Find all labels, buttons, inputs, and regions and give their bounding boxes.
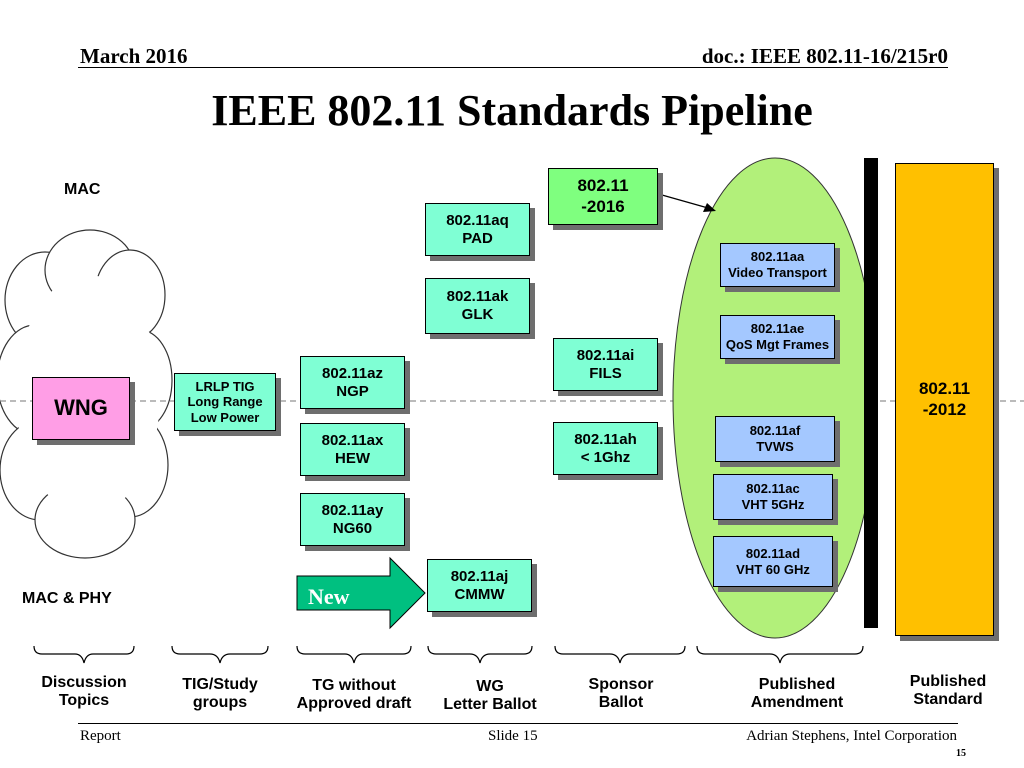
header-date: March 2016 [80, 44, 188, 68]
stage-tg-line2: Approved draft [296, 694, 412, 712]
pipeline-barrier [864, 158, 878, 628]
amend-box-af: 802.11af TVWS [715, 416, 835, 462]
tg-box-az: 802.11az NGP [300, 356, 405, 409]
page-number: 15 [956, 748, 966, 759]
stage-sponsor-line1: Sponsor [588, 676, 654, 693]
tg-ax-line2: HEW [335, 449, 370, 467]
tg-az-line1: 802.11az [322, 364, 383, 382]
stage-wg-line2: Letter Ballot [443, 695, 537, 713]
wg-aj-line1: 802.11aj [450, 567, 509, 585]
tg-ay-line2: NG60 [332, 519, 373, 537]
published-standard-box: 802.11 -2012 [895, 163, 994, 636]
stage-standard-line1: Published [909, 673, 987, 690]
footer-rule [78, 723, 958, 724]
mac-label: MAC [64, 181, 101, 198]
tg-box-ay: 802.11ay NG60 [300, 493, 405, 546]
stage-sponsor-line2: Ballot [598, 693, 644, 711]
wg-aq-line1: 802.11aq [446, 211, 509, 229]
sponsor-ai-line2: FILS [589, 364, 622, 382]
lrlp-line3: Low Power [190, 409, 260, 425]
stage-amendment-line2: Amendment [750, 693, 844, 711]
rev2016-line1: 802.11 [577, 176, 629, 196]
wg-box-aj: 802.11aj CMMW [427, 559, 532, 612]
wng-box: WNG [32, 377, 130, 440]
wg-box-aq: 802.11aq PAD [425, 203, 530, 256]
amend-ad-line2: VHT 60 GHz [736, 561, 810, 577]
lrlp-line1: LRLP TIG [195, 378, 255, 394]
stage-discussion-topics: Discussion Topics [22, 674, 146, 709]
sponsor-box-2016: 802.11 -2016 [548, 168, 658, 225]
tg-ay-line1: 802.11ay [321, 501, 384, 519]
stage-wg-line1: WG [476, 678, 504, 695]
sponsor-ah-line1: 802.11ah [574, 430, 637, 448]
stage-standard-line2: Standard [913, 690, 983, 708]
footer-left: Report [80, 728, 121, 744]
amend-ae-line2: QoS Mgt Frames [725, 337, 830, 352]
amend-ac-line1: 802.11ac [746, 481, 800, 497]
tg-ax-line1: 802.11ax [321, 431, 384, 449]
amend-ae-line1: 802.11ae [750, 321, 805, 337]
tg-az-line2: NGP [336, 382, 369, 400]
std-line1: 802.11 [918, 379, 971, 399]
sponsor-box-ah: 802.11ah < 1Ghz [553, 422, 658, 475]
amend-box-ac: 802.11ac VHT 5GHz [713, 474, 833, 520]
lrlp-line2: Long Range [187, 394, 263, 410]
stage-wg-letter-ballot: WG Letter Ballot [428, 678, 552, 713]
stage-published-standard: Published Standard [884, 673, 1012, 708]
stage-published-amendment: Published Amendment [730, 676, 864, 711]
footer-slide-number: Slide 15 [488, 728, 538, 744]
new-arrow-shape [296, 556, 426, 630]
new-arrow-label: New [308, 584, 350, 609]
stage-tig-line2: groups [192, 693, 248, 711]
std-line2: -2012 [922, 399, 967, 419]
wng-label: WNG [54, 395, 108, 421]
amend-aa-line1: 802.11aa [750, 249, 805, 265]
amend-ac-line2: VHT 5GHz [741, 497, 805, 512]
lrlp-tig-box: LRLP TIG Long Range Low Power [174, 373, 276, 431]
stage-tg-without-draft: TG without Approved draft [282, 677, 426, 712]
mac-phy-label: MAC & PHY [22, 590, 112, 607]
rev2016-line2: -2016 [581, 196, 625, 216]
amend-box-ad: 802.11ad VHT 60 GHz [713, 536, 833, 587]
amend-aa-line2: Video Transport [728, 265, 827, 280]
stage-tig-line1: TIG/Study [182, 676, 258, 693]
stage-sponsor-ballot: Sponsor Ballot [566, 676, 676, 711]
wg-ak-line1: 802.11ak [446, 288, 509, 305]
stage-amendment-line1: Published [758, 676, 836, 693]
sponsor-ah-line2: < 1Ghz [580, 448, 631, 466]
wg-aj-line2: CMMW [454, 585, 505, 603]
footer-author: Adrian Stephens, Intel Corporation [746, 728, 957, 744]
stage-discussion-line2: Topics [58, 691, 110, 709]
rev-arrow [661, 194, 709, 209]
header-rule [78, 67, 948, 68]
slide-title: IEEE 802.11 Standards Pipeline [211, 86, 813, 135]
header-doc-id: doc.: IEEE 802.11-16/215r0 [701, 44, 948, 68]
wg-box-ak: 802.11ak GLK [425, 278, 530, 334]
stage-discussion-line1: Discussion [41, 674, 127, 691]
wg-aq-line2: PAD [462, 229, 493, 247]
amend-box-aa: 802.11aa Video Transport [720, 243, 835, 287]
sponsor-box-ai: 802.11ai FILS [553, 338, 658, 391]
stage-braces [33, 645, 864, 664]
amend-ad-line1: 802.11ad [745, 545, 801, 561]
sponsor-ai-line1: 802.11ai [576, 346, 635, 364]
amend-af-line2: TVWS [756, 439, 794, 454]
amend-box-ae: 802.11ae QoS Mgt Frames [720, 315, 835, 359]
stage-tg-line1: TG without [312, 677, 396, 694]
amend-af-line1: 802.11af [749, 423, 801, 439]
stage-tig-study-groups: TIG/Study groups [160, 676, 280, 711]
tg-box-ax: 802.11ax HEW [300, 423, 405, 476]
wg-ak-line2: GLK [461, 306, 494, 323]
